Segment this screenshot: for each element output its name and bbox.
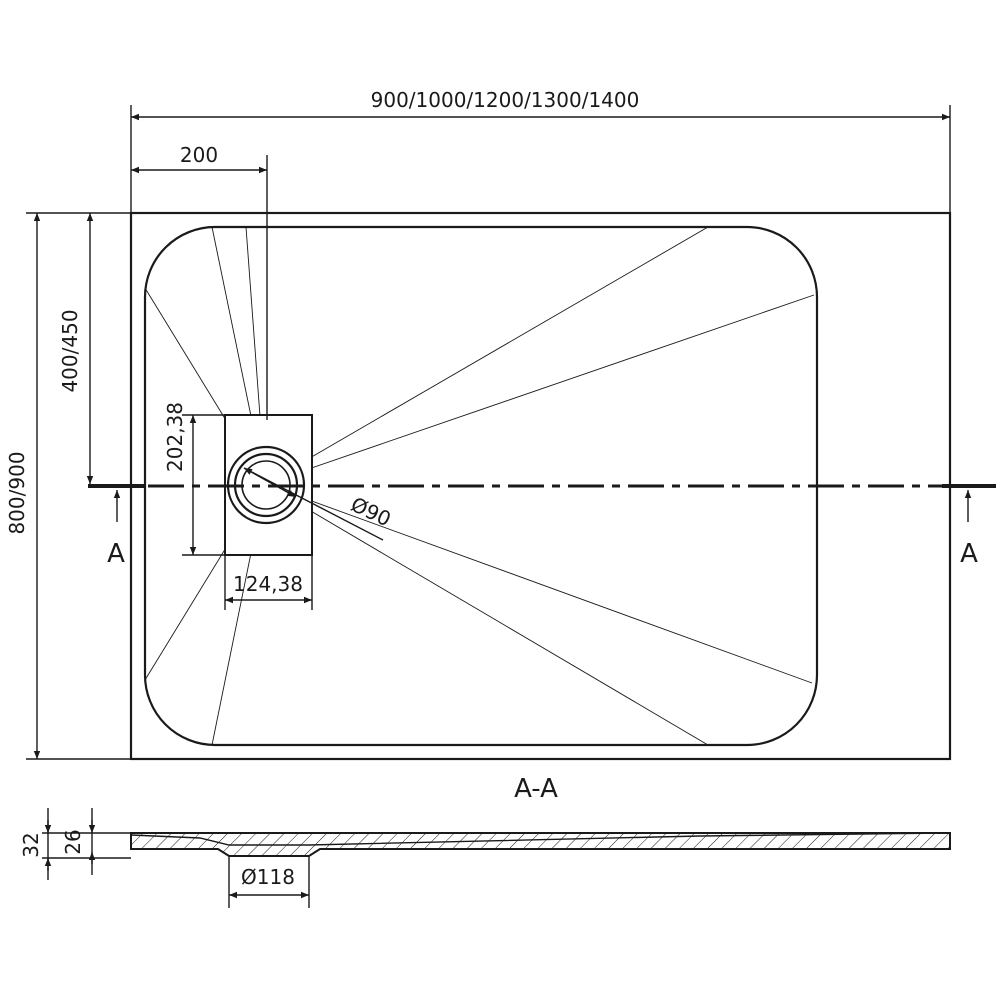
drain-offset-y-label: 400/450 <box>58 309 82 392</box>
rim-thickness-label: 26 <box>61 829 85 854</box>
section-marker-left: A <box>107 539 125 569</box>
dimension-lines: 900/1000/1200/1300/1400 200 800/900 400/… <box>5 88 951 760</box>
overall-depth-label: 800/900 <box>5 451 29 534</box>
drain-cover-width-label: 124,38 <box>233 572 303 596</box>
top-view: A A <box>88 211 996 761</box>
section-marker-right: A <box>960 539 978 569</box>
section-view: A-A Ø118 32 26 <box>19 774 951 908</box>
section-title: A-A <box>514 774 558 804</box>
overall-width-label: 900/1000/1200/1300/1400 <box>371 88 640 112</box>
total-thickness-label: 32 <box>19 832 43 857</box>
drain-cover-height-label: 202,38 <box>163 402 187 472</box>
slope-lines <box>144 226 815 746</box>
outlet-diameter-label: Ø118 <box>241 865 295 889</box>
drain-offset-x-label: 200 <box>180 143 218 167</box>
tray-top-slope <box>130 832 951 846</box>
